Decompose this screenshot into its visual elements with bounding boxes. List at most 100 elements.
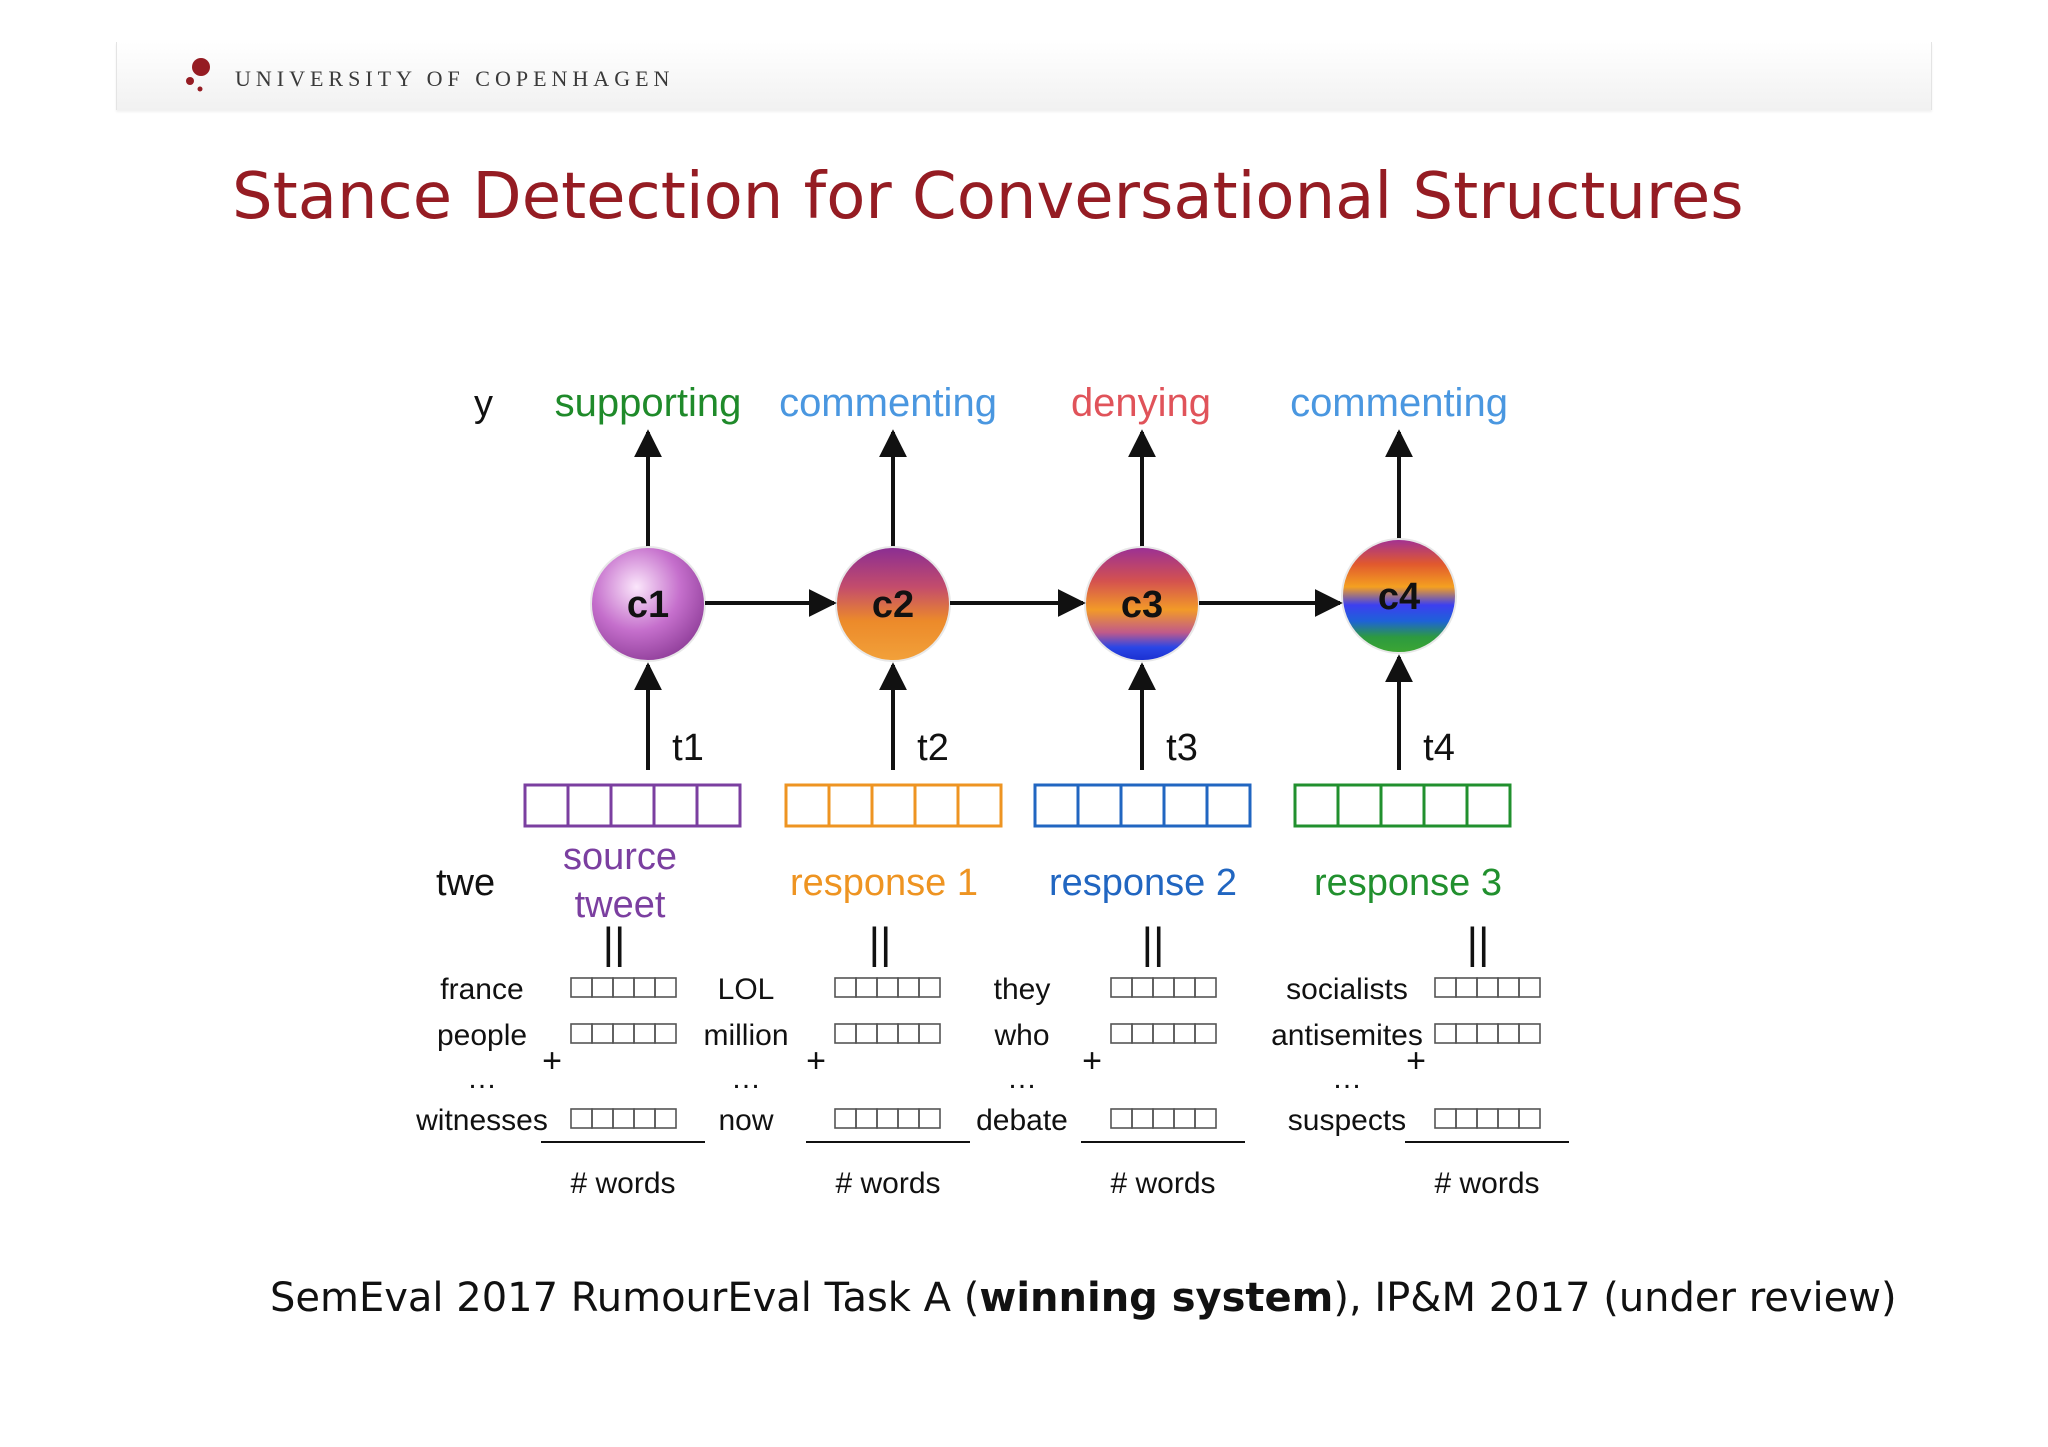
word-vector-cell (918, 977, 941, 998)
word-vector-cell (1455, 1108, 1478, 1129)
tweet-vector-2-cell (913, 783, 960, 828)
footer-text-before: SemEval 2017 RumourEval Task A ( (270, 1275, 980, 1321)
cell-label-2: c2 (872, 584, 914, 626)
tweet-vector-4-cell (1336, 783, 1383, 828)
word-vector-cell (1518, 977, 1541, 998)
plus-sign-4: + (1406, 1042, 1426, 1080)
word-4-2: antisemites (1271, 1019, 1423, 1052)
word-vector-cell (1131, 1023, 1154, 1044)
tweet-type-3: response 2 (1049, 862, 1237, 904)
word-3-2: who (993, 1019, 1049, 1052)
word-vector-cell (1152, 1023, 1175, 1044)
tweet-vector-1-cell (523, 783, 570, 828)
word-2-1: LOL (718, 973, 775, 1006)
word-vector-cell (1173, 977, 1196, 998)
word-vector-cell (918, 1108, 941, 1129)
word-vector-cell (1518, 1108, 1541, 1129)
ellipsis-3: … (1007, 1062, 1037, 1095)
equals-sign-2: || (869, 919, 892, 968)
word-vector-cell (1110, 977, 1133, 998)
tweet-vector-2-cell (956, 783, 1003, 828)
tweet-vector-3-cell (1033, 783, 1080, 828)
word-vector-cell (918, 1023, 941, 1044)
university-name: UNIVERSITY OF COPENHAGEN (235, 66, 675, 91)
word-vector-cell (1194, 1108, 1217, 1129)
plus-sign-3: + (1082, 1042, 1102, 1080)
word-vector-cell (1194, 1023, 1217, 1044)
word-2-3: now (718, 1104, 773, 1137)
word-vector-cell (612, 1108, 635, 1129)
word-vector-cell (1110, 1108, 1133, 1129)
tweet-vector-2-cell (827, 783, 874, 828)
word-vector-cell (612, 1023, 635, 1044)
word-vector-cell (1173, 1108, 1196, 1129)
word-vector-cell (1476, 977, 1499, 998)
footer-citation: SemEval 2017 RumourEval Task A (winning … (270, 1275, 1897, 1321)
word-vector-cell (855, 977, 878, 998)
word-vector-cell (1434, 977, 1457, 998)
tweet-vector-3-cell (1205, 783, 1252, 828)
footer-text-bold: winning system (979, 1275, 1334, 1321)
plus-sign-1: + (542, 1042, 562, 1080)
words-label-1: # words (570, 1167, 675, 1200)
word-4-1: socialists (1286, 973, 1408, 1006)
stance-label-1: supporting (555, 381, 742, 425)
word-vector-cell (897, 1023, 920, 1044)
word-vector-cell (570, 1108, 593, 1129)
word-vector-cell (1152, 1108, 1175, 1129)
word-vector-cell (834, 977, 857, 998)
word-vector-cell (1131, 977, 1154, 998)
plus-sign-2: + (806, 1042, 826, 1080)
tweet-type-4: response 3 (1314, 862, 1502, 904)
tweet-vector-3-cell (1076, 783, 1123, 828)
tweet-vector-3-cell (1119, 783, 1166, 828)
y-label: y (474, 383, 493, 425)
stance-label-3: denying (1071, 381, 1211, 425)
word-vector-cell (654, 1023, 677, 1044)
word-vector-cell (591, 977, 614, 998)
word-vector-cell (1434, 1023, 1457, 1044)
time-step-3: t3 (1166, 727, 1198, 769)
equals-sign-3: || (1142, 919, 1165, 968)
stance-label-2: commenting (779, 381, 997, 425)
tweet-vector-4-cell (1422, 783, 1469, 828)
word-vector-cell (1173, 1023, 1196, 1044)
ellipsis-4: … (1332, 1062, 1362, 1095)
time-step-2: t2 (917, 727, 949, 769)
tweet-type-1: source (563, 836, 677, 878)
tweet-vector-2-cell (870, 783, 917, 828)
equals-sign-4: || (1467, 919, 1490, 968)
tweet-type-1: tweet (575, 884, 666, 926)
tweet-vector-4-cell (1465, 783, 1512, 828)
tweet-vector-4-cell (1293, 783, 1340, 828)
word-vector-cell (1110, 1023, 1133, 1044)
time-step-4: t4 (1423, 727, 1455, 769)
tweet-vector-2-cell (784, 783, 831, 828)
ellipsis-1: … (467, 1062, 497, 1095)
word-1-1: france (440, 973, 523, 1006)
twe-label: twe (436, 862, 495, 904)
footer-text-after: ), IP&M 2017 (under review) (1333, 1275, 1897, 1321)
stance-label-4: commenting (1290, 381, 1508, 425)
word-vector-cell (1518, 1023, 1541, 1044)
word-vector-cell (633, 977, 656, 998)
word-1-2: people (437, 1019, 527, 1052)
word-vector-cell (1434, 1108, 1457, 1129)
cell-label-4: c4 (1378, 576, 1420, 618)
word-vector-cell (1476, 1023, 1499, 1044)
cell-label-1: c1 (627, 584, 669, 626)
word-1-3: witnesses (415, 1104, 548, 1137)
word-3-3: debate (976, 1104, 1068, 1137)
word-vector-cell (1455, 977, 1478, 998)
word-vector-cell (654, 977, 677, 998)
time-step-1: t1 (672, 727, 704, 769)
word-vector-cell (570, 1023, 593, 1044)
word-2-2: million (703, 1019, 788, 1052)
word-vector-cell (591, 1108, 614, 1129)
word-vector-cell (1455, 1023, 1478, 1044)
word-vector-cell (834, 1108, 857, 1129)
tweet-vector-1-cell (566, 783, 613, 828)
tweet-type-2: response 1 (790, 862, 978, 904)
word-vector-cell (654, 1108, 677, 1129)
